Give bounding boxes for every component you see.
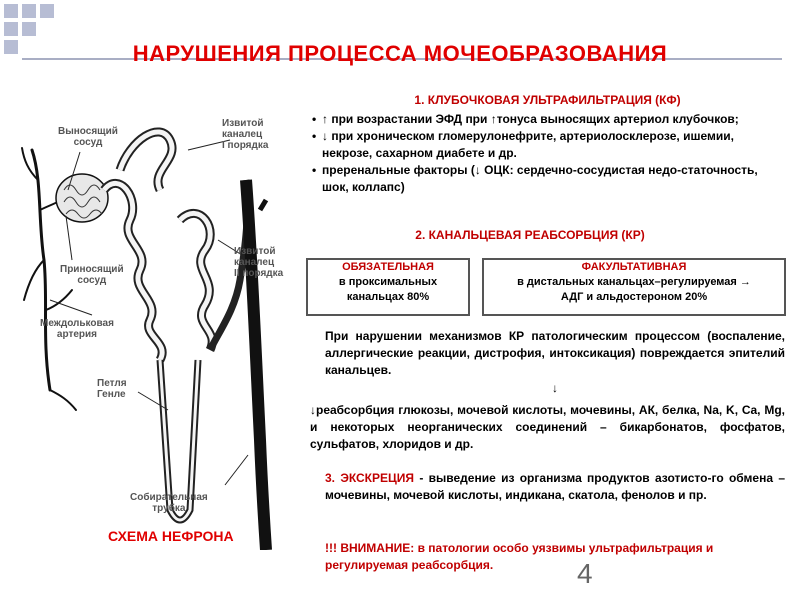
box-title: ФАКУЛЬТАТИВНАЯ: [581, 261, 687, 273]
label-line: Приносящий: [60, 264, 124, 275]
section-filtration: 1. КЛУБОЧКОВАЯ УЛЬТРАФИЛЬТРАЦИЯ (КФ) ↑ п…: [310, 92, 785, 196]
label-line: Петля: [97, 378, 127, 389]
decor-square: [22, 22, 36, 36]
box-line: в дистальных канальцах–регулируемая →: [517, 276, 751, 288]
label-interlobular-artery: Междольковая артерия: [40, 318, 114, 340]
label-line: I порядка: [222, 140, 269, 151]
label-line: Собирательная: [130, 492, 208, 503]
corner-decoration: [0, 0, 60, 60]
reabsorption-damage-text: При нарушении механизмов КР патологическ…: [325, 329, 785, 377]
section-reabsorption-title: 2. КАНАЛЬЦЕВАЯ РЕАБСОРБЦИЯ (КР): [415, 228, 645, 242]
decor-square: [22, 4, 36, 18]
label-loop-of-henle: Петля Генле: [97, 378, 127, 400]
box-line: АДГ и альдостероном 20%: [560, 291, 708, 303]
box-line: канальцах 80%: [346, 291, 430, 303]
label-line: сосуд: [73, 137, 103, 148]
decor-square: [4, 4, 18, 18]
label-line: сосуд: [77, 275, 107, 286]
box-facultative-reabsorption: ФАКУЛЬТАТИВНАЯ в дистальных канальцах–ре…: [482, 258, 786, 316]
section-title: 1. КЛУБОЧКОВАЯ УЛЬТРАФИЛЬТРАЦИЯ (КФ): [414, 93, 681, 107]
bullet-item: ↑ при возрастании ЭФД при ↑тонуса вынося…: [310, 111, 785, 128]
label-afferent-vessel: Приносящий сосуд: [60, 264, 124, 286]
excretion-text: - выведение из организма продуктов азоти…: [325, 471, 785, 502]
label-line: Выносящий: [58, 126, 118, 137]
diagram-caption: СХЕМА НЕФРОНА: [108, 528, 234, 544]
excretion-label: 3. ЭКСКРЕЦИЯ: [325, 471, 415, 485]
nephron-diagram: [21, 127, 272, 550]
label-line: Извитой: [222, 118, 264, 129]
label-line: каналец: [222, 129, 263, 140]
reabsorption-effects-text: ↓реабсорбция глюкозы, мочевой кислоты, м…: [310, 403, 785, 451]
label-line: трубка: [152, 503, 186, 514]
label-distal-tubule: Извитой каналец II порядка: [234, 246, 283, 279]
page-number: 4: [577, 558, 593, 589]
section-excretion: 3. ЭКСКРЕЦИЯ - выведение из организма пр…: [325, 470, 785, 504]
label-line: Генле: [97, 389, 126, 400]
warning-text: !!! ВНИМАНИЕ: в патологии особо уязвимы …: [325, 541, 714, 572]
label-efferent-vessel: Выносящий сосуд: [58, 126, 118, 148]
top-rule: [22, 58, 782, 60]
slide-title: НАРУШЕНИЯ ПРОЦЕССА МОЧЕОБРАЗОВАНИЯ: [132, 41, 668, 66]
label-line: Извитой: [234, 246, 276, 257]
decor-square: [4, 22, 18, 36]
decor-square: [40, 4, 54, 18]
decor-square: [4, 40, 18, 54]
bullet-item: ↓ при хроническом гломерулонефрите, арте…: [310, 128, 785, 162]
bullet-item: преренальные факторы (↓ ОЦК: сердечно-со…: [310, 162, 785, 196]
label-collecting-duct: Собирательная трубка: [130, 492, 208, 514]
down-arrow: ↓: [552, 381, 558, 395]
label-line: II порядка: [234, 268, 284, 279]
label-line: артерия: [56, 329, 98, 340]
box-obligatory-reabsorption: ОБЯЗАТЕЛЬНАЯ в проксимальных канальцах 8…: [306, 258, 470, 316]
box-title: ОБЯЗАТЕЛЬНАЯ: [342, 261, 434, 273]
label-line: Междольковая: [40, 318, 114, 329]
label-line: каналец: [234, 257, 275, 268]
box-line: в проксимальных: [338, 276, 438, 288]
bullet-list: ↑ при возрастании ЭФД при ↑тонуса вынося…: [310, 111, 785, 196]
label-proximal-tubule: Извитой каналец I порядка: [222, 118, 268, 151]
